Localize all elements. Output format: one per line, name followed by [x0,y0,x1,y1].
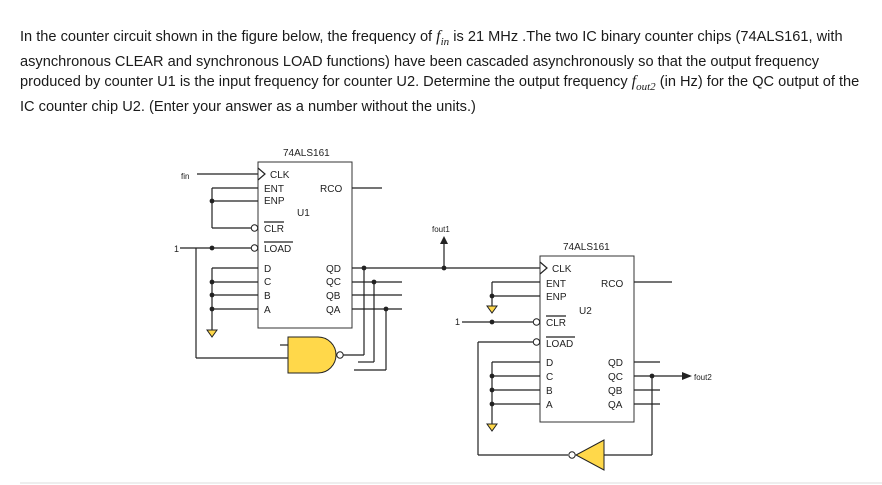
u2-pin-d: D [546,358,553,369]
u1-pin-qc: QC [326,277,341,288]
u1-pin-qa: QA [326,305,341,316]
u1-pin-load: LOAD [264,244,291,255]
u1-ground-icon [206,329,218,338]
u2-part-label: 74ALS161 [563,242,610,253]
u1-pin-d: D [264,264,271,275]
u1-pin-clk: CLK [270,170,290,181]
u1-pin-rco: RCO [320,184,342,195]
u1-pin-ent: ENT [264,184,284,195]
u1-pin-a: A [264,305,271,316]
u2-pin-qd: QD [608,358,623,369]
fout1-arrow-icon [440,236,448,244]
fin-label: fin [181,172,189,181]
u2-pin-qc: QC [608,372,623,383]
nand-gate-icon [287,336,337,374]
u1-clock-marker [257,167,266,181]
u2-pin-qb: QB [608,386,623,397]
fout2-symbol: fout2 [631,73,656,94]
u2-pin-clr: CLR [546,318,566,329]
inverter-gate-icon [574,439,605,471]
u2-pin-qa: QA [608,400,623,411]
u1-pin-c: C [264,277,271,288]
u2-pin-a: A [546,400,553,411]
u1-pin-clr: CLR [264,224,284,235]
u2-chip [539,255,635,423]
u2-clock-marker [539,261,548,275]
u2-one-label: 1 [455,317,460,327]
u1-pin-enp: ENP [264,196,285,207]
u1-one-label: 1 [174,244,179,254]
fout2-arrow-icon [682,372,692,380]
u1-pin-qd: QD [326,264,341,275]
u2-pin-enp: ENP [546,292,567,303]
u2-ref-label: U2 [579,306,592,317]
u2-data-ground-icon [486,423,498,432]
u2-enable-ground-icon [486,305,498,314]
u1-ref-label: U1 [297,208,310,219]
question-intro: In the counter circuit shown in the figu… [20,29,437,45]
question-middle: is 21 MHz .The two IC binary counter chi… [20,29,843,91]
u2-pin-clk: CLK [552,264,572,275]
question-text: In the counter circuit shown in the figu… [20,27,865,117]
u1-pin-qb: QB [326,291,341,302]
u1-part-label: 74ALS161 [283,148,330,159]
question-end: (in Hz) for the QC output of the IC coun… [20,74,860,116]
u1-pin-b: B [264,291,271,302]
u2-pin-load: LOAD [546,339,573,350]
u1-chip [257,161,353,329]
fout2-label: fout2 [694,373,712,382]
u2-pin-rco: RCO [601,279,623,290]
fout1-label: fout1 [432,225,450,234]
fin-symbol: fin [436,28,450,49]
u2-pin-c: C [546,372,553,383]
u2-pin-ent: ENT [546,279,566,290]
u2-pin-b: B [546,386,553,397]
